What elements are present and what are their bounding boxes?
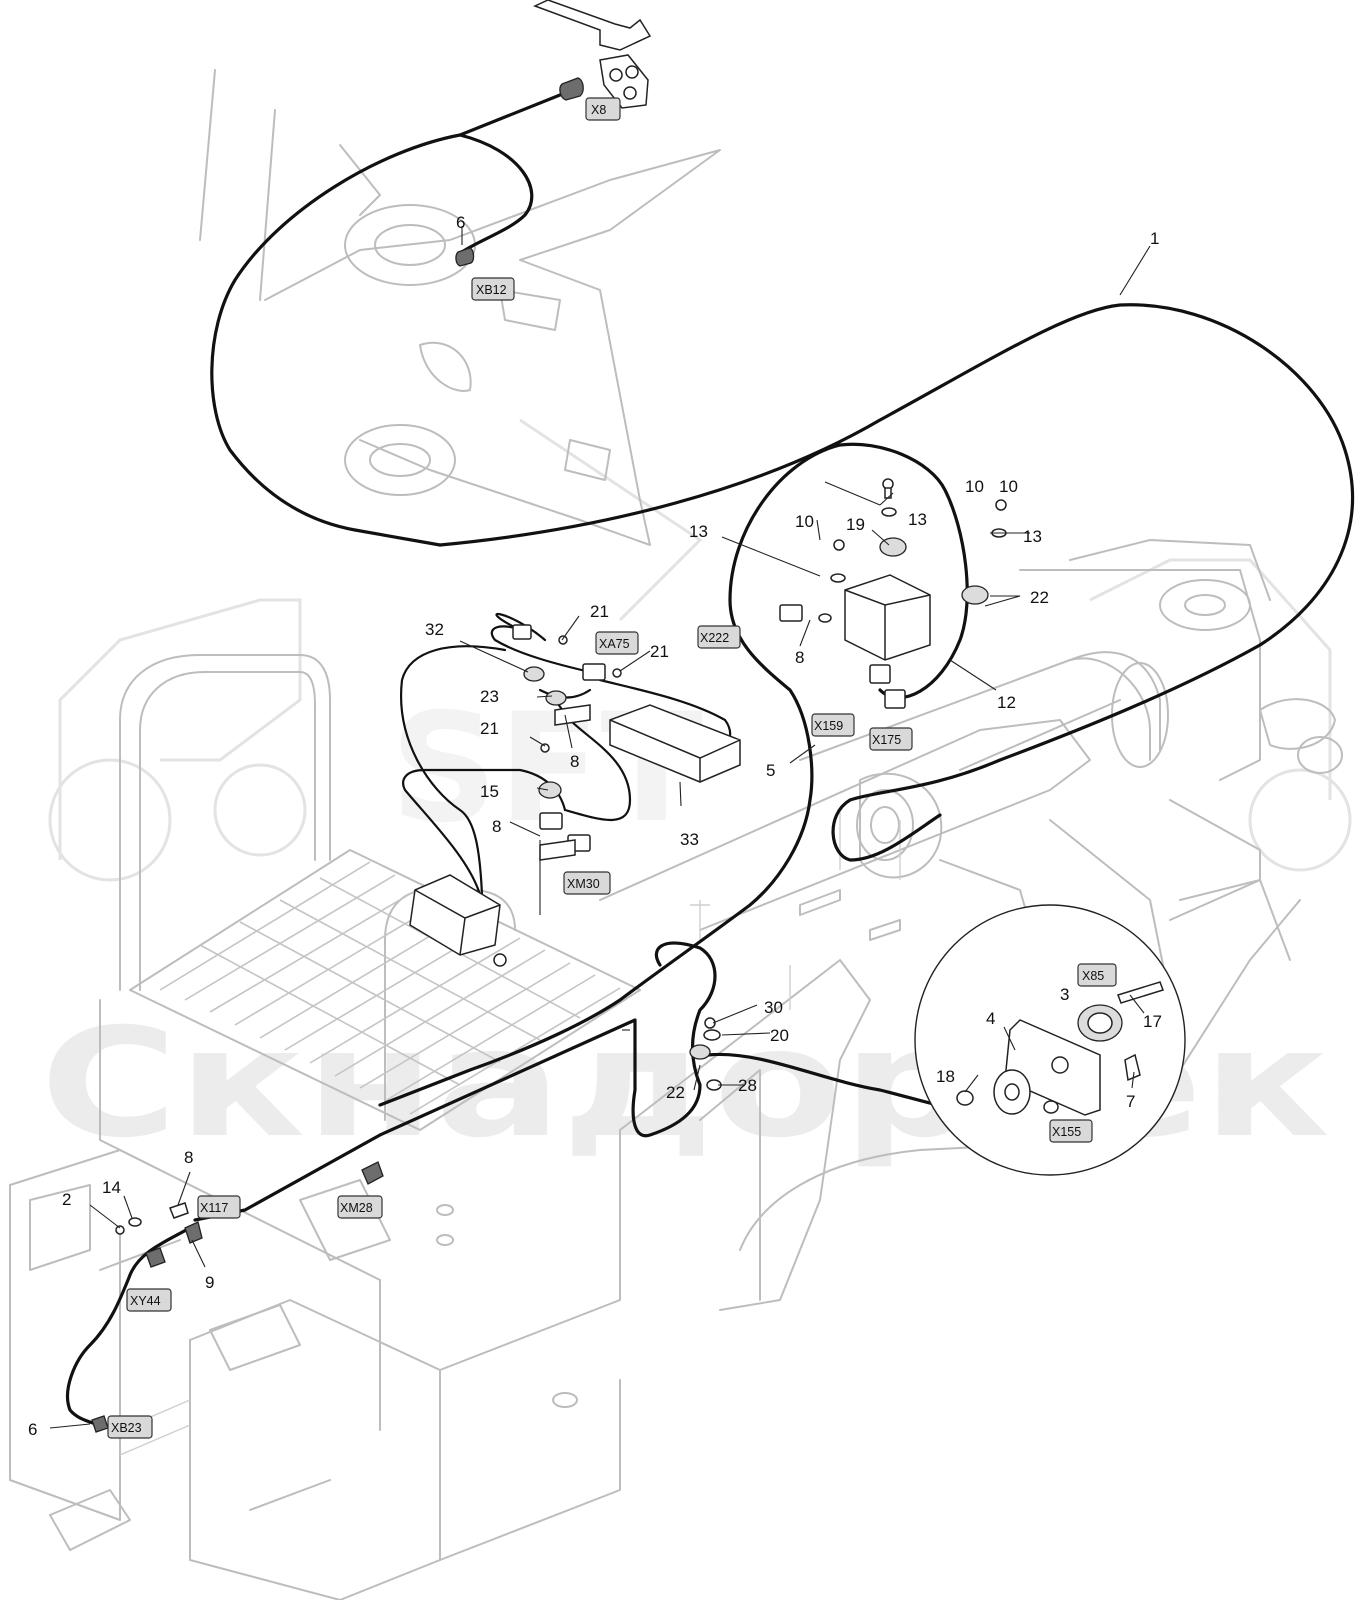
loader-arm-frame [199, 69, 721, 546]
callout-21-c: 21 [480, 719, 499, 738]
callout-10-a: 10 [795, 512, 814, 531]
svg-text:XY44: XY44 [130, 1294, 161, 1308]
callout-5: 5 [766, 761, 775, 780]
svg-text:XB23: XB23 [111, 1421, 142, 1435]
callout-6-top: 6 [456, 213, 465, 232]
callout-15: 15 [480, 782, 499, 801]
callout-22-bottom: 22 [666, 1083, 685, 1102]
callout-1: 1 [1150, 229, 1159, 248]
connector-tag-x159: X159 [811, 713, 855, 737]
callout-4: 4 [986, 1009, 995, 1028]
callout-2: 2 [62, 1190, 71, 1209]
callout-28: 28 [738, 1076, 757, 1095]
callout-8-cabin: 8 [184, 1148, 193, 1167]
callout-9: 9 [205, 1273, 214, 1292]
callout-22-top: 22 [1030, 588, 1049, 607]
callout-8-left: 8 [492, 817, 501, 836]
callout-33: 33 [680, 830, 699, 849]
connector-tag-x175: X175 [869, 727, 913, 751]
callout-8-mid: 8 [570, 752, 579, 771]
detail-inset [914, 904, 1186, 1176]
rear-harness [65, 1223, 197, 1427]
svg-text:X175: X175 [872, 733, 901, 747]
callout-21-b: 21 [650, 642, 669, 661]
connector-tags: X8 XB12 XA75 X222 X159 X175 XM30 X85 [107, 97, 1117, 1439]
callout-20: 20 [770, 1026, 789, 1045]
rear-sensor-parts [91, 1202, 203, 1433]
callout-32: 32 [425, 620, 444, 639]
svg-text:X222: X222 [700, 631, 729, 645]
sensor-x8 [559, 77, 584, 101]
svg-text:X159: X159 [814, 719, 843, 733]
connector-tag-x85: X85 [1077, 963, 1117, 987]
svg-text:XA75: XA75 [599, 637, 630, 651]
connector-tag-xy44: XY44 [126, 1288, 172, 1312]
callout-10-b: 10 [965, 477, 984, 496]
cab-loop-harness [378, 442, 969, 1107]
callout-3: 3 [1060, 985, 1069, 1004]
connector-tag-xb12: XB12 [471, 277, 515, 301]
control-module [609, 704, 741, 783]
callout-13-c: 13 [1023, 527, 1042, 546]
connector-tag-x155: X155 [1049, 1119, 1093, 1143]
callout-18: 18 [936, 1067, 955, 1086]
connector-tag-x8: X8 [585, 97, 621, 121]
main-harness [210, 91, 1355, 862]
xm28-connector [361, 1161, 384, 1185]
callout-8-relay: 8 [795, 648, 804, 667]
relay-block-parts [689, 1017, 722, 1091]
seat-switch-sensor [409, 874, 507, 967]
connector-tag-xb23: XB23 [107, 1415, 153, 1439]
callout-17: 17 [1143, 1012, 1162, 1031]
callout-21-a: 21 [590, 602, 609, 621]
callout-14: 14 [102, 1178, 121, 1197]
leader-lines [49, 226, 1151, 1429]
svg-text:X8: X8 [591, 103, 606, 117]
callout-13-a: 13 [689, 522, 708, 541]
svg-text:X155: X155 [1052, 1125, 1081, 1139]
callout-10-c: 10 [999, 477, 1018, 496]
callout-numbers: 1 2 3 4 5 6 6 7 8 8 8 8 9 10 10 10 12 13… [28, 213, 1162, 1439]
relay-cluster [779, 478, 1007, 709]
callout-13-b: 13 [908, 510, 927, 529]
sensor-xb12 [455, 247, 475, 267]
svg-text:XM28: XM28 [340, 1201, 373, 1215]
seat-switch-parts [512, 624, 622, 861]
top-bracket [533, 0, 652, 109]
svg-text:XM30: XM30 [567, 877, 600, 891]
chassis-frame [9, 539, 1343, 1600]
watermark-tractor-icon [48, 418, 1352, 882]
connector-tag-xa75: XA75 [595, 631, 639, 655]
connector-tag-x222: X222 [697, 625, 741, 649]
svg-text:X85: X85 [1082, 969, 1104, 983]
callout-23: 23 [480, 687, 499, 706]
connector-tag-xm30: XM30 [563, 871, 611, 895]
svg-text:X117: X117 [200, 1201, 228, 1215]
callout-30: 30 [764, 998, 783, 1017]
callout-12: 12 [997, 693, 1016, 712]
connector-tag-x117: X117 [197, 1195, 241, 1219]
callout-6-bottom: 6 [28, 1420, 37, 1439]
svg-text:XB12: XB12 [476, 283, 507, 297]
connector-tag-xm28: XM28 [337, 1195, 383, 1219]
callout-19: 19 [846, 515, 865, 534]
callout-7: 7 [1126, 1092, 1135, 1111]
